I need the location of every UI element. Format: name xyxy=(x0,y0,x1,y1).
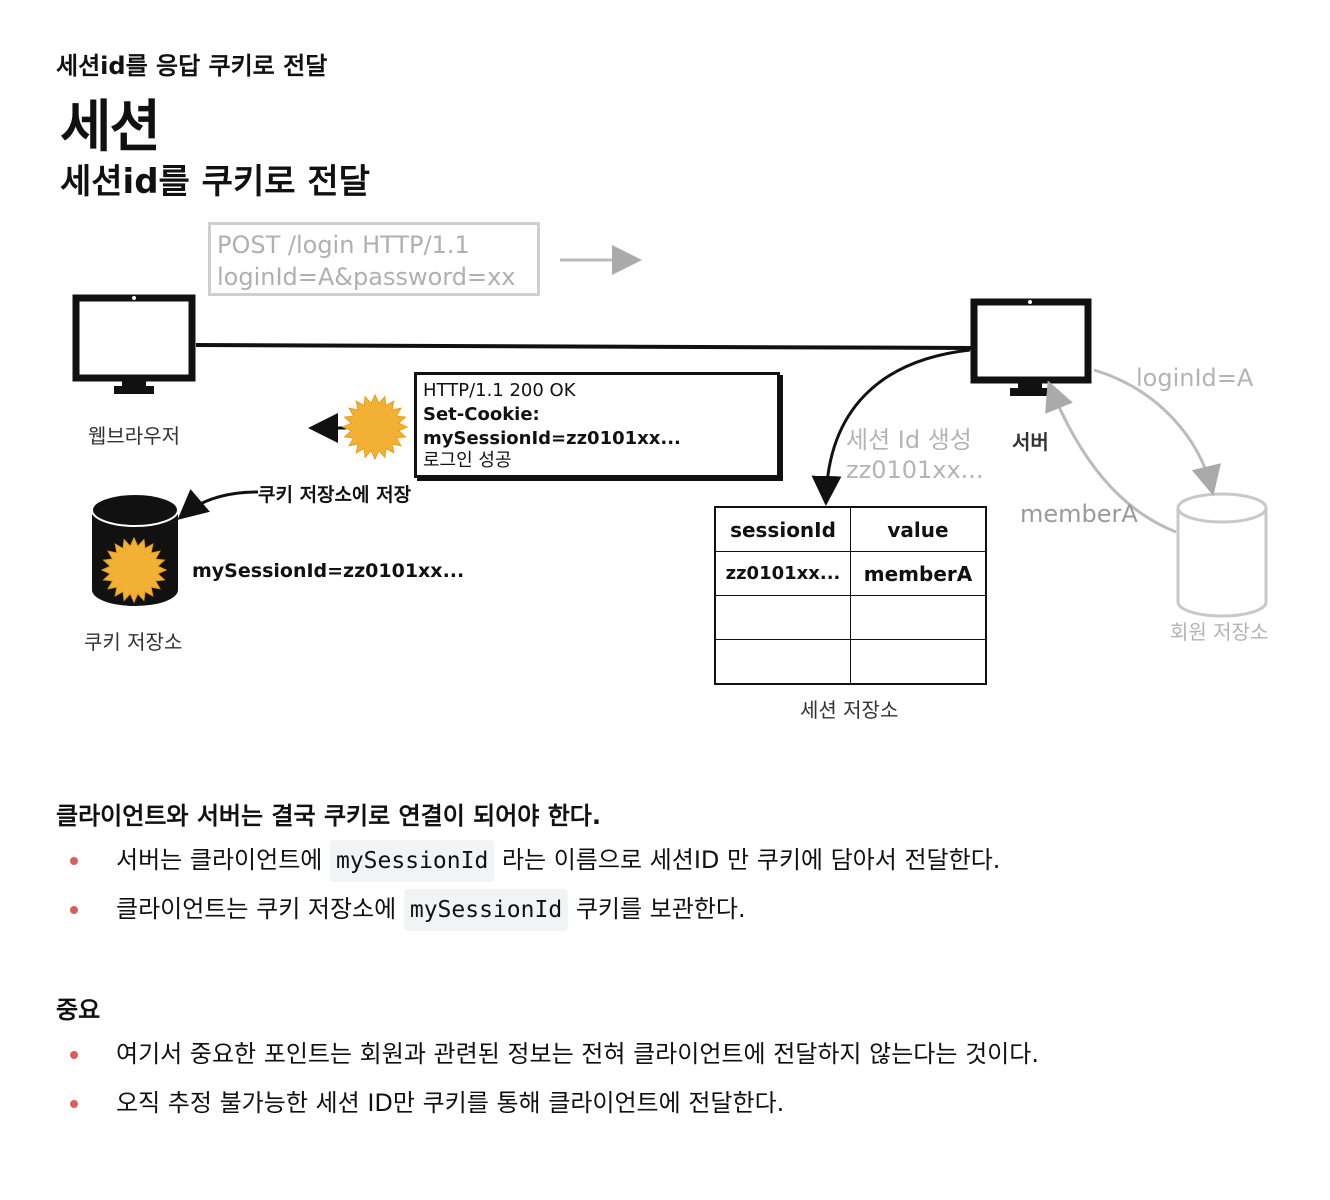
table-header-row: sessionId value xyxy=(714,506,987,552)
inline-code: mySessionId xyxy=(403,889,569,931)
session-store-label: 세션 저장소 xyxy=(800,698,899,722)
list-item: 여기서 중요한 포인트는 회원과 관련된 정보는 전혀 클라이언트에 전달하지 … xyxy=(56,1030,1039,1079)
table-row: zz0101xx... memberA xyxy=(714,551,987,596)
member-label: memberA xyxy=(1020,500,1138,528)
server-monitor-icon xyxy=(970,298,1092,396)
table-cell xyxy=(850,639,987,685)
response-body: 로그인 성공 xyxy=(423,450,512,471)
cookie-burst-icon xyxy=(341,393,409,461)
section1-title: 클라이언트와 서버는 결국 쿠키로 연결이 되어야 한다. xyxy=(56,802,602,830)
list-item-text: 오직 추정 불가능한 세션 ID만 쿠키를 통해 클라이언트에 전달한다. xyxy=(116,1089,785,1117)
session-create-arrow xyxy=(811,348,971,506)
member-store-cylinder-icon xyxy=(1176,492,1268,618)
cookie-burst-icon xyxy=(100,536,168,604)
list-item-text: 여기서 중요한 포인트는 회원과 관련된 정보는 전혀 클라이언트에 전달하지 … xyxy=(116,1040,1039,1068)
login-id-label: loginId=A xyxy=(1136,364,1254,392)
list-item-text: 클라이언트는 쿠키 저장소에 xyxy=(116,895,404,923)
store-cookie-arrow xyxy=(177,488,259,520)
list-item-text: 쿠키를 보관한다. xyxy=(568,895,746,923)
cookie-value-label: mySessionId=zz0101xx... xyxy=(192,560,465,582)
response-message-box: HTTP/1.1 200 OK Set-Cookie: mySessionId=… xyxy=(414,372,780,478)
column-header: value xyxy=(850,506,987,552)
table-cell xyxy=(714,595,851,640)
slide-subtitle: 세션id를 쿠키로 전달 xyxy=(60,162,370,202)
list-item: 서버는 클라이언트에 mySessionId 라는 이름으로 세션ID 만 쿠키… xyxy=(56,836,1000,885)
response-set-cookie: Set-Cookie: mySessionId=zz0101xx... xyxy=(423,404,681,449)
bullet-icon xyxy=(70,1100,78,1108)
column-header: sessionId xyxy=(714,506,851,552)
session-diagram-graphics xyxy=(72,245,1268,618)
browser-monitor-icon xyxy=(72,294,196,394)
member-store-label: 회원 저장소 xyxy=(1170,620,1269,644)
bullet-icon xyxy=(70,906,78,914)
connection-line xyxy=(195,343,973,350)
table-cell: memberA xyxy=(850,551,987,596)
section1-list: 서버는 클라이언트에 mySessionId 라는 이름으로 세션ID 만 쿠키… xyxy=(56,836,1000,934)
session-id-label: zz0101xx... xyxy=(846,456,984,484)
list-item-text: 서버는 클라이언트에 xyxy=(116,846,330,874)
slide-title: 세션 xyxy=(60,95,161,160)
member-return-arrow xyxy=(1045,380,1177,534)
login-query-arrow xyxy=(1093,368,1221,496)
bullet-icon xyxy=(70,1051,78,1059)
table-cell xyxy=(850,595,987,640)
table-cell xyxy=(714,639,851,685)
table-cell: zz0101xx... xyxy=(714,551,851,596)
session-create-label: 세션 Id 생성 xyxy=(846,426,972,454)
request-message-box: POST /login HTTP/1.1 loginId=A&password=… xyxy=(208,222,540,296)
table-row xyxy=(714,595,987,640)
section2-list: 여기서 중요한 포인트는 회원과 관련된 정보는 전혀 클라이언트에 전달하지 … xyxy=(56,1030,1039,1128)
response-status: HTTP/1.1 200 OK xyxy=(423,380,576,401)
request-line: POST /login HTTP/1.1 xyxy=(217,231,470,259)
inline-code: mySessionId xyxy=(329,840,495,882)
browser-label: 웹브라우저 xyxy=(88,424,180,448)
server-label: 서버 xyxy=(1012,430,1049,454)
request-body: loginId=A&password=xx xyxy=(217,263,516,291)
section-heading: 세션id를 응답 쿠키로 전달 xyxy=(56,52,328,80)
cookie-store-label: 쿠키 저장소 xyxy=(84,630,183,654)
section2-title: 중요 xyxy=(56,996,101,1024)
list-item: 클라이언트는 쿠키 저장소에 mySessionId 쿠키를 보관한다. xyxy=(56,885,1000,934)
list-item-text: 라는 이름으로 세션ID 만 쿠키에 담아서 전달한다. xyxy=(494,846,1001,874)
table-row xyxy=(714,639,987,685)
diagram-slide: 세션 세션id를 쿠키로 전달 POST /login HTTP/1.1 log… xyxy=(0,80,1330,740)
cookie-store-action-label: 쿠키 저장소에 저장 xyxy=(258,484,412,506)
list-item: 오직 추정 불가능한 세션 ID만 쿠키를 통해 클라이언트에 전달한다. xyxy=(56,1079,1039,1128)
session-store-table: sessionId value zz0101xx... memberA xyxy=(714,506,987,685)
bullet-icon xyxy=(70,857,78,865)
